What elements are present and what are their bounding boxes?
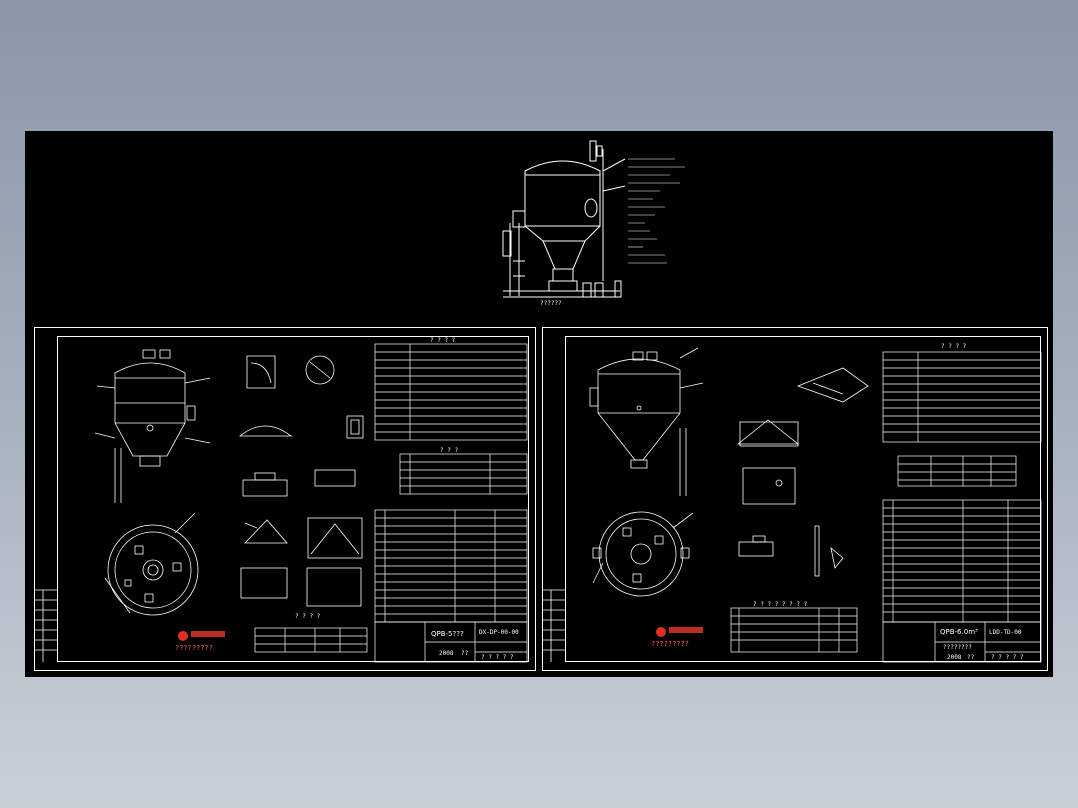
- top-vessel-drawing: ??????: [502, 140, 685, 307]
- right-title-main: QPB-6.0m³: [940, 628, 978, 636]
- right-sheet-marks: ? ? ? ? ?: [991, 654, 1024, 661]
- right-company-logo-badge: [669, 627, 703, 633]
- left-drawing-sheet[interactable]: ????????? ? ? ? ? ? ? ? ? ? ? ? QPB-5???…: [34, 327, 536, 671]
- right-sub-title: ????????: [943, 644, 972, 651]
- right-bom-header: ? ? ? ? ? ? ? ?: [753, 601, 808, 608]
- right-sheet-graphics: ????????? ? ? ? ? ? ? ? ? ? ? ? ? QPB-6.…: [543, 343, 1042, 663]
- right-inner-frame: [565, 336, 1041, 662]
- right-drawing-number: LDD-TD-00: [989, 629, 1022, 636]
- left-title-main: QPB-5???: [431, 630, 464, 638]
- left-sheet-marks: ? ? ? ? ?: [481, 654, 514, 661]
- left-table-header: ? ? ?: [440, 447, 458, 454]
- left-year-suffix: ??: [461, 650, 469, 657]
- left-spec-table-header: ? ? ? ?: [295, 613, 321, 620]
- left-year: 2008: [439, 650, 454, 657]
- top-drawing-caption: ??????: [540, 300, 562, 307]
- left-logo-caption: ?????????: [175, 644, 213, 652]
- cad-model-viewport[interactable]: ??????: [25, 131, 1053, 677]
- left-parts-list-header: ? ? ? ?: [430, 337, 456, 344]
- left-sheet-graphics: ????????? ? ? ? ? ? ? ? ? ? ? ? QPB-5???…: [35, 337, 528, 663]
- right-parts-list-header: ? ? ? ?: [941, 343, 967, 350]
- left-inner-frame: [57, 336, 529, 662]
- right-year: 2008: [947, 654, 962, 661]
- right-company-logo-icon: [656, 627, 666, 637]
- right-drawing-sheet[interactable]: ????????? ? ? ? ? ? ? ? ? ? ? ? ? QPB-6.…: [542, 327, 1048, 671]
- left-company-logo-icon: [178, 631, 188, 641]
- right-year-suffix: ??: [967, 654, 975, 661]
- left-company-logo-badge: [191, 631, 225, 637]
- left-drawing-number: DX-DP-00-00: [479, 629, 519, 636]
- right-logo-caption: ?????????: [651, 640, 689, 648]
